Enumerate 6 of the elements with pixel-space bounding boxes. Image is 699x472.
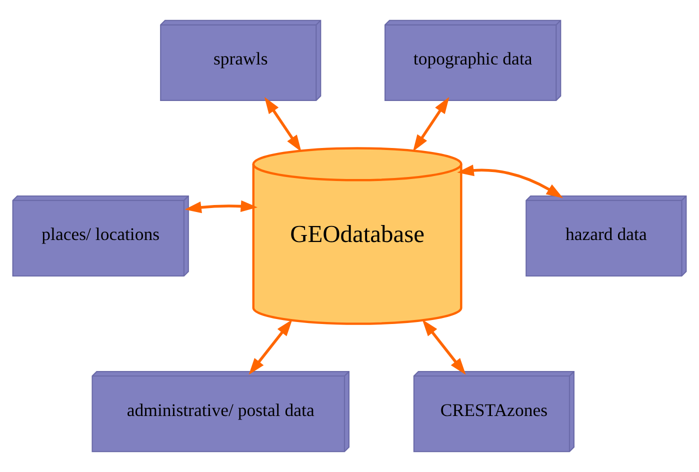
- arrow: [422, 319, 466, 375]
- arrow: [248, 319, 292, 375]
- arrow: [264, 96, 302, 152]
- arrow: [184, 200, 258, 214]
- arrow: [457, 164, 564, 198]
- arrow: [412, 96, 450, 152]
